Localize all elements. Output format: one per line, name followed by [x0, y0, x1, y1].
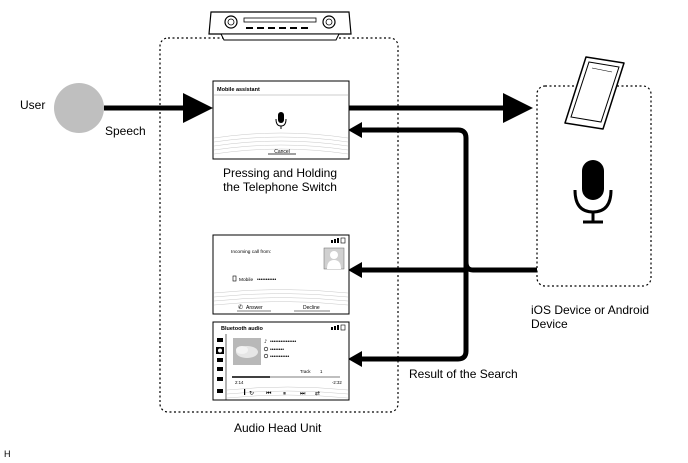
- track-label: Track: [300, 369, 311, 374]
- speech-label: Speech: [105, 124, 146, 138]
- device-boundary: [536, 85, 652, 287]
- track-icon: ♪: [264, 339, 267, 345]
- elapsed-time: 2:14: [235, 380, 244, 385]
- head-unit-icon: [208, 11, 352, 41]
- playback-controls[interactable]: ↻ ⏮ ⏸ ⏭ ⇄: [244, 389, 320, 397]
- corner-code: H: [4, 449, 11, 459]
- shuffle-icon[interactable]: ⇄: [315, 390, 320, 397]
- album-name: •••••••••••: [270, 354, 290, 360]
- call-type-label: Mobile: [239, 277, 253, 283]
- phone-icon: ✆: [238, 304, 243, 311]
- status-icons: [331, 237, 346, 244]
- pressing-label-line2: the Telephone Switch: [223, 180, 337, 194]
- screen-mobile-assistant: Mobile assistant Cancel: [212, 80, 350, 160]
- pause-icon[interactable]: ⏸: [283, 390, 286, 397]
- screen-bluetooth-audio: Bluetooth audio ♪ ••••••••••••••• ••••••…: [212, 321, 350, 401]
- side-menu-icons: [216, 338, 224, 393]
- user-avatar: [54, 83, 104, 133]
- pressing-label-line1: Pressing and Holding: [222, 166, 338, 180]
- screen-incoming-call: Incoming call from: Mobile ••••••••••• ✆…: [212, 234, 350, 315]
- mic-icon: [573, 160, 613, 224]
- result-bracket: [360, 127, 537, 362]
- result-arrowheads: [348, 122, 362, 367]
- head-unit-label: Audio Head Unit: [234, 421, 322, 435]
- incoming-call-title: Incoming call from:: [231, 249, 271, 255]
- artist-name: ••••••••: [270, 347, 284, 353]
- caller-number: •••••••••••: [257, 277, 277, 283]
- head-unit-boundary: [159, 37, 399, 413]
- device-label-line2: Device: [531, 317, 568, 331]
- mobile-assistant-title: Mobile assistant: [217, 87, 260, 93]
- answer-button[interactable]: Answer: [246, 305, 263, 311]
- repeat-icon[interactable]: ↻: [249, 390, 254, 397]
- cancel-button[interactable]: Cancel: [274, 149, 290, 155]
- contact-icon: [323, 247, 345, 270]
- remaining-time: -2:32: [332, 380, 342, 385]
- next-icon[interactable]: ⏭: [300, 390, 306, 397]
- track-title: •••••••••••••••: [270, 339, 297, 345]
- user-label: User: [20, 98, 46, 112]
- bluetooth-title: Bluetooth audio: [221, 326, 263, 332]
- track-number: 1: [320, 369, 323, 374]
- device-label-line1: iOS Device or Android: [531, 303, 650, 317]
- assistant-mic-icon: [275, 112, 287, 129]
- result-label: Result of the Search: [409, 367, 518, 381]
- album-art: [233, 338, 261, 365]
- previous-icon[interactable]: ⏮: [266, 390, 272, 397]
- smartphone-icon: [564, 56, 625, 130]
- decline-button[interactable]: Decline: [303, 305, 320, 311]
